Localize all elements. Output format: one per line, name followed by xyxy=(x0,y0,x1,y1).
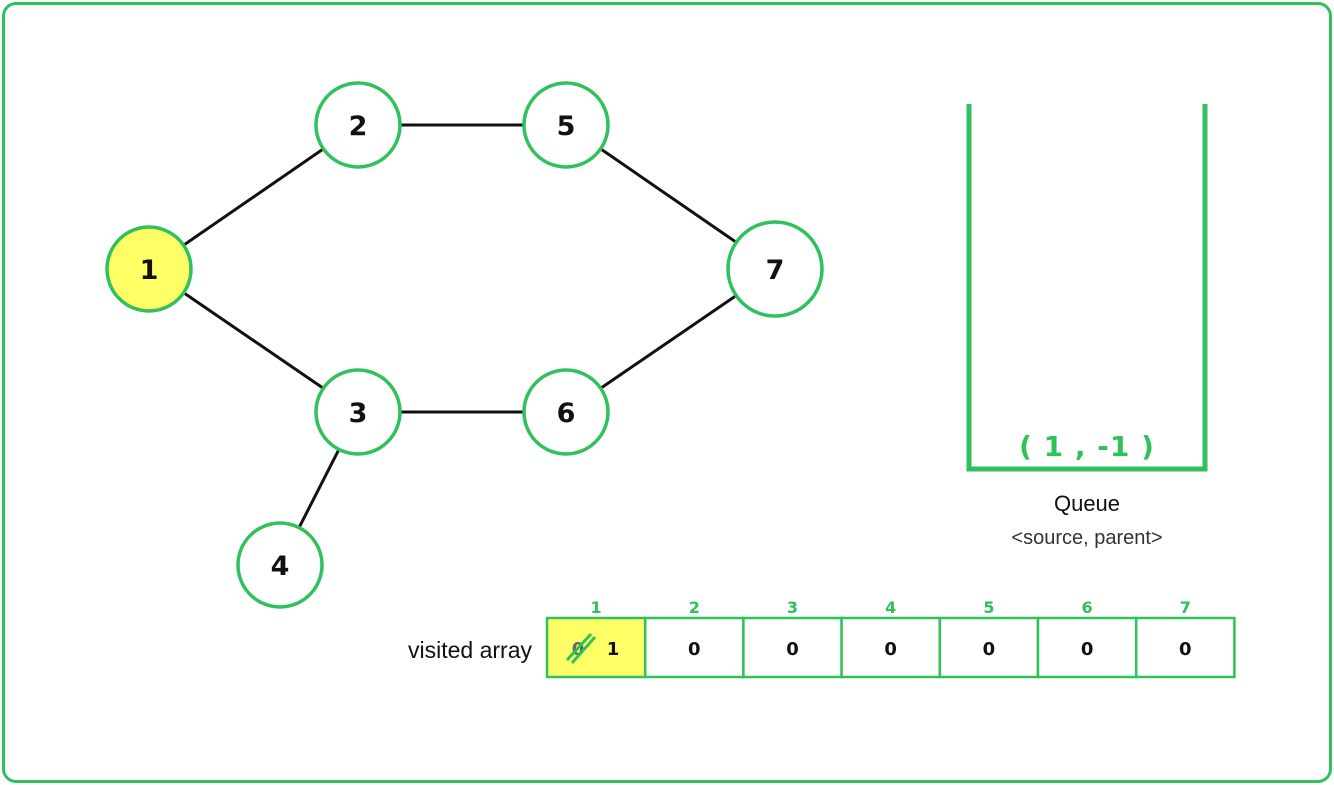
node-label: 1 xyxy=(140,255,159,286)
node-circle xyxy=(105,225,193,313)
queue-item: ( 1 , -1 ) xyxy=(1019,430,1155,463)
visited-cell-6: 60 xyxy=(1036,598,1138,679)
visited-cell-box xyxy=(1036,616,1138,679)
visited-cell-4: 40 xyxy=(840,598,942,679)
visited-value: 0 xyxy=(983,639,996,660)
node-3: 3 xyxy=(314,368,402,456)
visited-value: 0 xyxy=(1179,639,1192,660)
visited-array: visited array 101203040506070 xyxy=(408,598,1236,679)
node-circle xyxy=(314,81,402,169)
queue-subtitle: <source, parent> xyxy=(1011,527,1162,549)
node-7: 7 xyxy=(726,220,824,318)
node-circle xyxy=(726,220,824,318)
node-circle xyxy=(522,368,610,456)
node-label: 7 xyxy=(766,255,785,286)
node-circle xyxy=(522,81,610,169)
visited-value: 0 xyxy=(688,639,701,660)
visited-cell-box xyxy=(545,616,647,679)
node-1: 1 xyxy=(105,225,193,313)
visited-cell-box xyxy=(1134,616,1236,679)
visited-value: 1 xyxy=(607,639,620,660)
node-label: 2 xyxy=(349,111,368,142)
node-label: 3 xyxy=(349,398,368,429)
node-5: 5 xyxy=(522,81,610,169)
visited-value: 0 xyxy=(1081,639,1094,660)
graph-nodes: 1 2 3 4 5 6 7 xyxy=(105,81,824,609)
visited-index: 2 xyxy=(689,598,700,617)
visited-index: 6 xyxy=(1082,598,1093,617)
queue-container xyxy=(966,104,1208,472)
node-label: 6 xyxy=(557,398,576,429)
visited-index: 4 xyxy=(885,598,896,617)
visited-cell-2: 20 xyxy=(643,598,745,679)
node-circle xyxy=(314,368,402,456)
visited-index: 3 xyxy=(787,598,798,617)
visited-index: 5 xyxy=(983,598,994,617)
visited-cell-box xyxy=(840,616,942,679)
visited-index: 7 xyxy=(1180,598,1191,617)
visited-value: 0 xyxy=(884,639,897,660)
visited-array-label: visited array xyxy=(408,637,532,663)
visited-array-cells: 101203040506070 xyxy=(545,598,1236,679)
node-6: 6 xyxy=(522,368,610,456)
visited-cell-5: 50 xyxy=(938,598,1040,679)
visited-cell-1: 101 xyxy=(545,598,647,679)
node-2: 2 xyxy=(314,81,402,169)
visited-index: 1 xyxy=(591,598,602,617)
strike-mark xyxy=(565,632,593,662)
visited-value: 0 xyxy=(786,639,799,660)
graph-edges xyxy=(148,123,776,566)
queue: ( 1 , -1 ) Queue <source, parent> xyxy=(966,104,1208,549)
node-4: 4 xyxy=(236,521,324,609)
strike-mark xyxy=(570,636,597,664)
node-label: 4 xyxy=(271,551,290,582)
queue-title: Queue xyxy=(1054,491,1120,516)
visited-cell-7: 70 xyxy=(1134,598,1236,679)
node-circle xyxy=(236,521,324,609)
visited-cell-3: 30 xyxy=(742,598,843,679)
node-label: 5 xyxy=(557,111,576,142)
